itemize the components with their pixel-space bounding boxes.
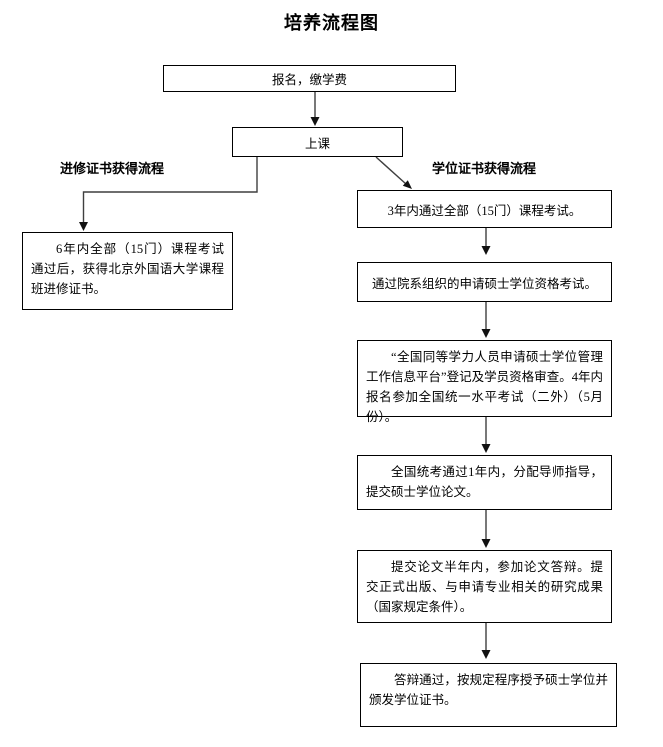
node-right-step-3: “全国同等学力人员申请硕士学位管理工作信息平台”登记及学员资格审查。4年内报名参… (357, 340, 612, 424)
left-branch-label: 进修证书获得流程 (60, 161, 165, 176)
connector-attend-right-arrowhead (402, 180, 412, 189)
node-right-step-1: 3年内通过全部（15门）课程考试。 (357, 190, 612, 228)
connector-right-1-2-arrowhead (481, 246, 491, 255)
node-right-step-2: 通过院系组织的申请硕士学位资格考试。 (357, 262, 612, 302)
node-left-step-1: 6年内全部（15门）课程考试通过后，获得北京外国语大学课程班进修证书。 (22, 232, 233, 310)
node-attend-class: 上课 (232, 127, 403, 157)
connector-attend-left-arrowhead (79, 222, 88, 231)
connector-right-5-6-arrowhead (481, 650, 491, 659)
diagram-title: 培养流程图 (284, 13, 379, 33)
node-right-step-6: 答辩通过，按规定程序授予硕士学位并颁发学位证书。 (360, 663, 617, 727)
connector-right-3-4-arrowhead (481, 444, 491, 453)
connector-attend-right-line (375, 156, 407, 185)
connector-right-2-3-arrowhead (481, 329, 491, 338)
connector-start-attend-arrowhead (310, 117, 320, 126)
node-right-step-4: 全国统考通过1年内，分配导师指导，提交硕士学位论文。 (357, 455, 612, 510)
node-right-step-5: 提交论文半年内，参加论文答辩。提交正式出版、与申请专业相关的研究成果（国家规定条… (357, 550, 612, 623)
right-branch-label: 学位证书获得流程 (432, 161, 537, 176)
node-enroll-pay: 报名，缴学费 (163, 65, 456, 92)
connector-right-4-5-arrowhead (481, 539, 491, 548)
